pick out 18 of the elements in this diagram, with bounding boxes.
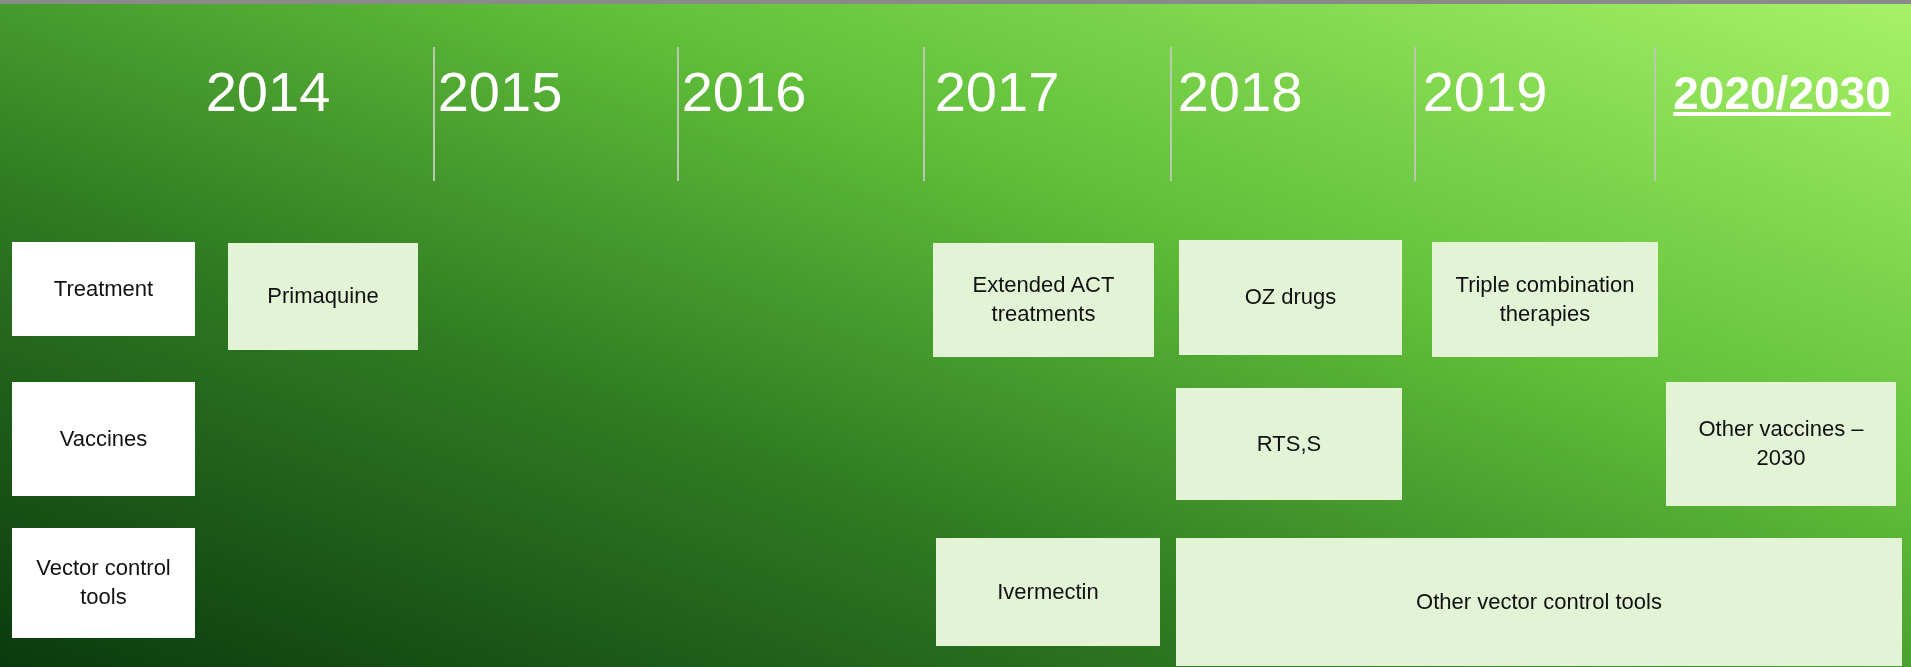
milestone-box: Other vaccines – 2030 — [1666, 382, 1896, 506]
category-box: Vector control tools — [12, 528, 195, 638]
year-label: 2015 — [437, 59, 563, 124]
milestone-box: Other vector control tools — [1176, 538, 1902, 666]
year-label: 2018 — [1177, 59, 1303, 124]
milestone-box: OZ drugs — [1179, 240, 1402, 355]
milestone-box: Extended ACT treatments — [933, 243, 1154, 357]
milestone-box: Triple combination therapies — [1432, 242, 1658, 357]
year-label: 2020/2030 — [1673, 66, 1891, 120]
year-label: 2014 — [205, 59, 331, 124]
milestone-box: Ivermectin — [936, 538, 1160, 646]
year-label: 2017 — [934, 59, 1060, 124]
category-box: Treatment — [12, 242, 195, 336]
category-box: Vaccines — [12, 382, 195, 496]
milestone-box: Primaquine — [228, 243, 418, 350]
milestone-box: RTS,S — [1176, 388, 1402, 500]
year-label: 2016 — [681, 59, 807, 124]
year-label: 2019 — [1422, 59, 1548, 124]
